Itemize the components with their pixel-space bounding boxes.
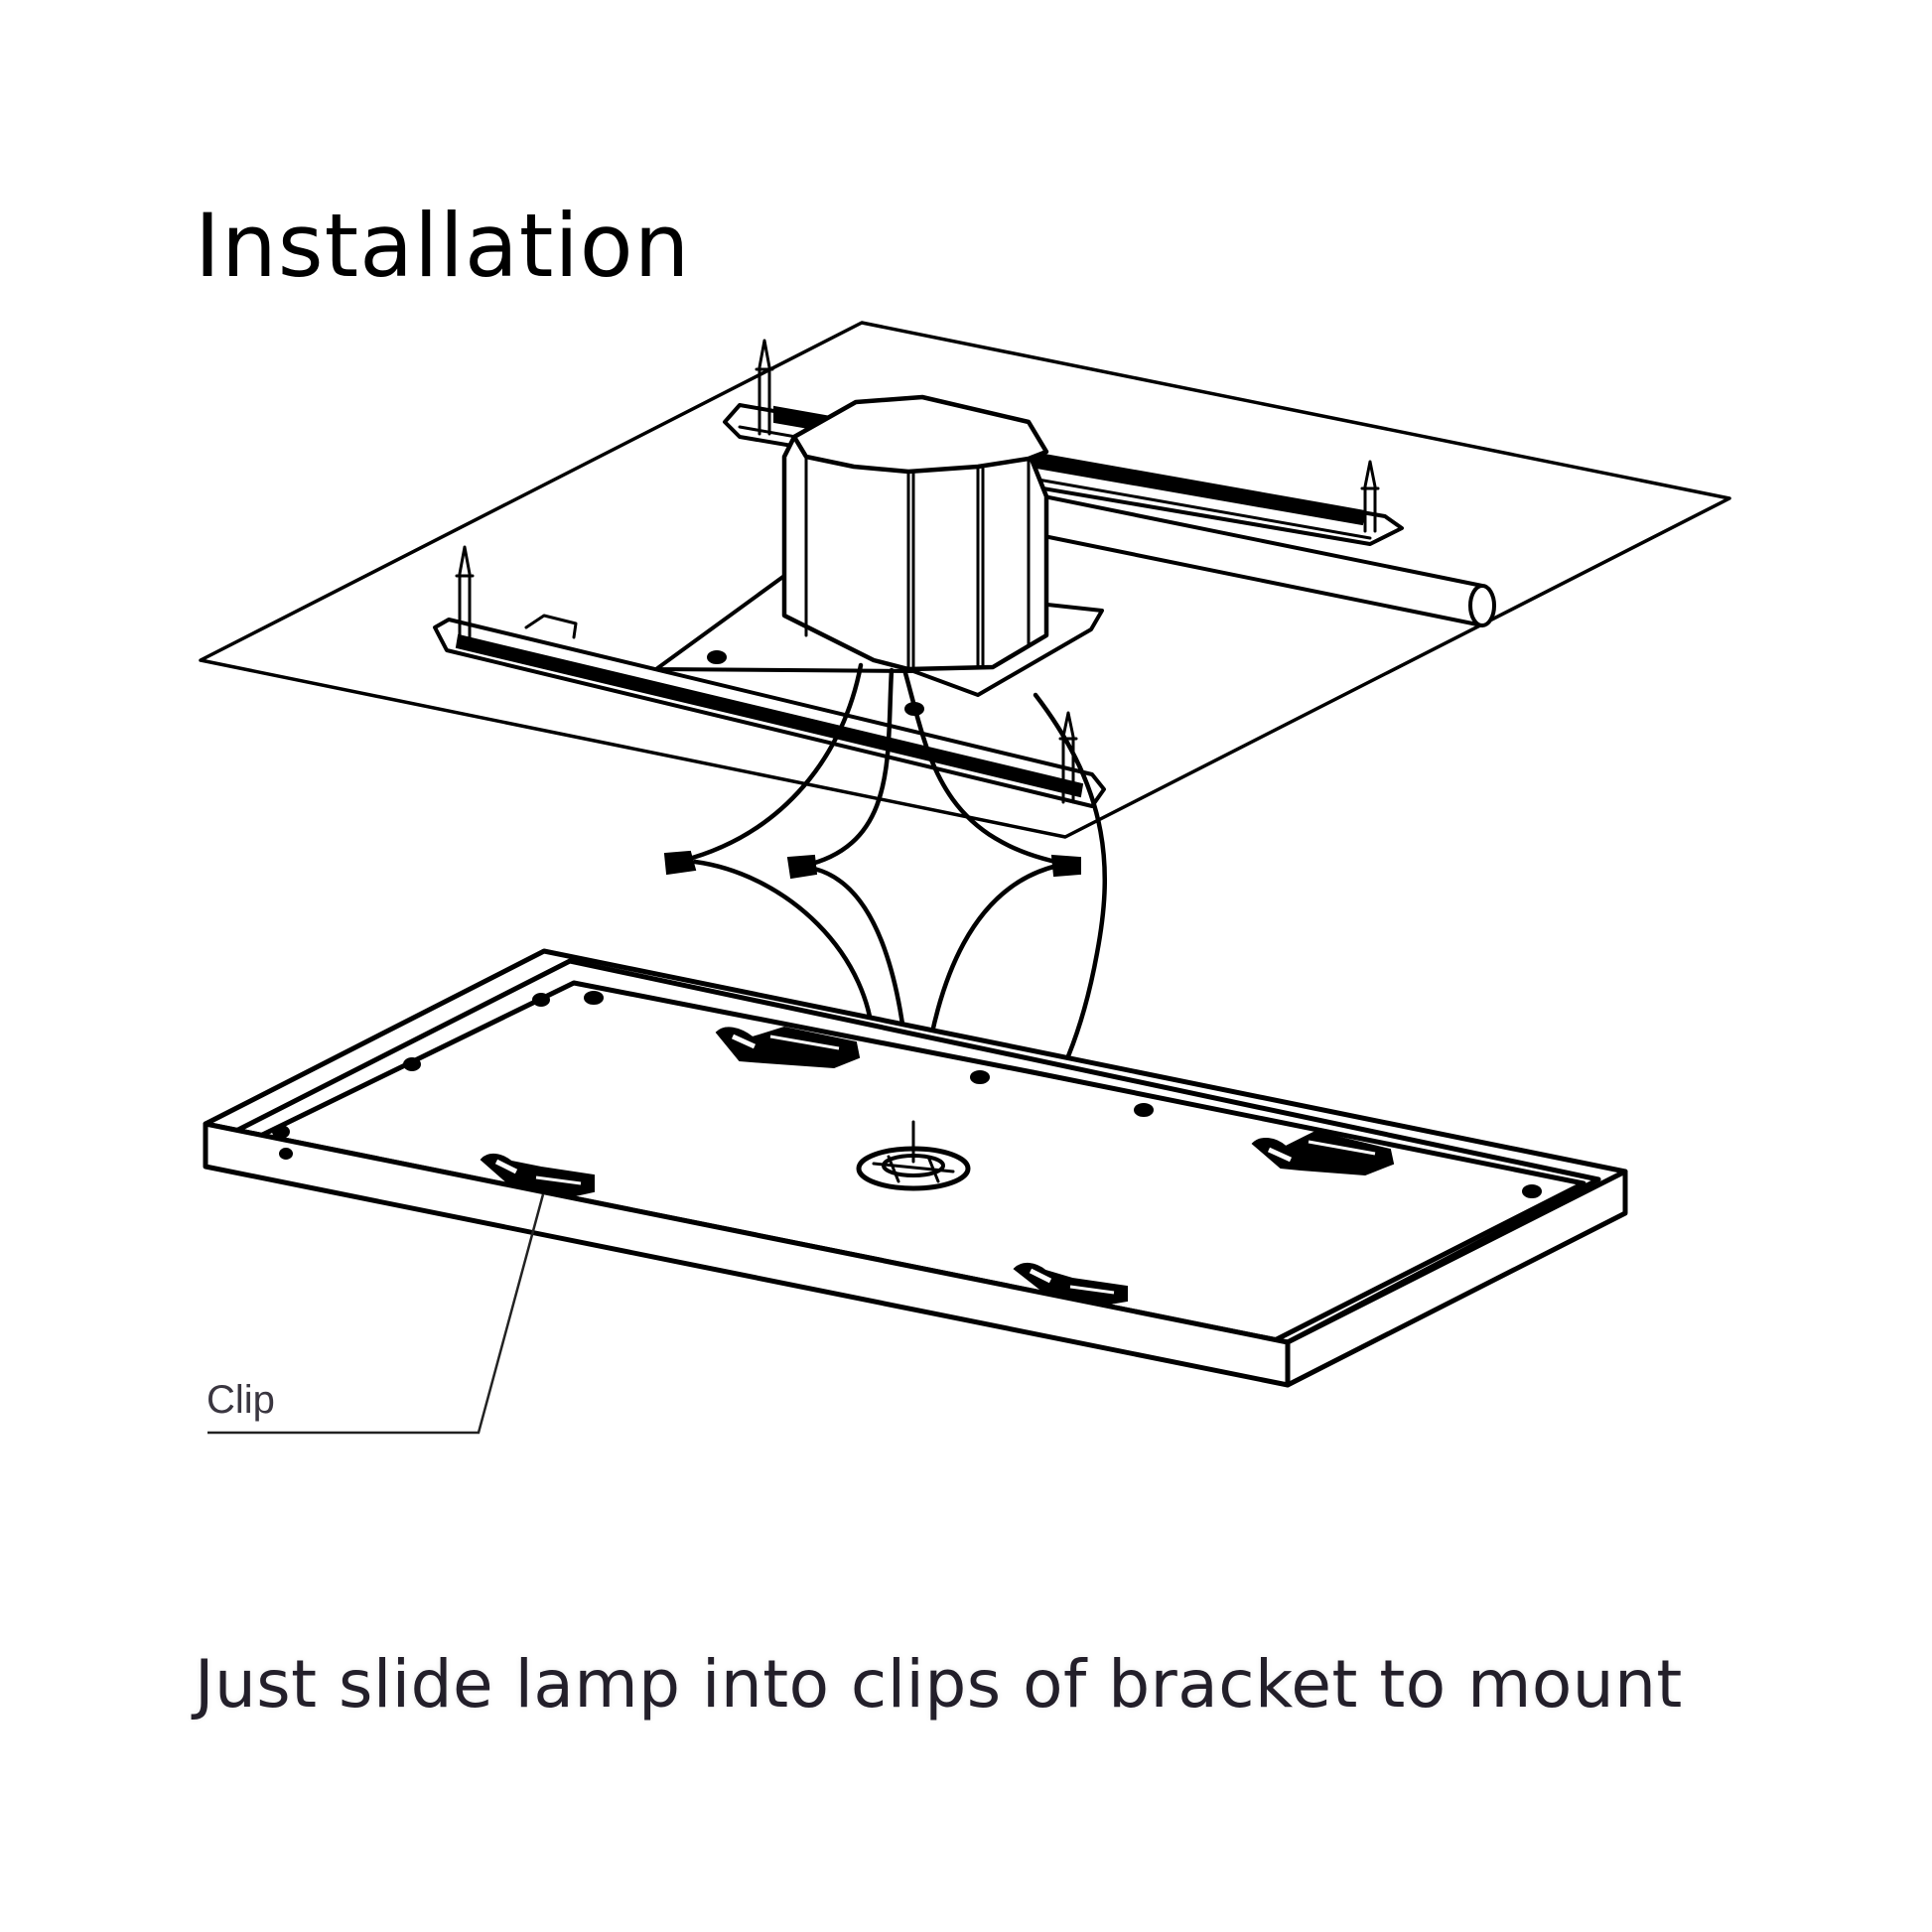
clip-callout-label: Clip <box>207 1378 275 1422</box>
panel-clip <box>1251 1130 1395 1176</box>
page-title: Installation <box>195 195 691 297</box>
instruction-caption: Just slide lamp into clips of bracket to… <box>195 1646 1683 1723</box>
panel-clip <box>1013 1263 1128 1307</box>
wire-connector-icon <box>663 850 697 876</box>
panel-clip <box>480 1154 595 1198</box>
nail-icon <box>1360 460 1380 533</box>
nail-icon <box>755 339 774 436</box>
cable-grommet <box>856 1120 971 1191</box>
wire-connector-icon <box>786 854 818 880</box>
junction-box <box>781 394 1049 672</box>
clip-callout-leader <box>207 1193 545 1435</box>
panel-clip <box>715 1026 861 1069</box>
front-mounting-rail <box>433 614 1106 808</box>
wire-connector-icon <box>1050 854 1081 878</box>
ceiling-plane <box>199 321 1731 839</box>
nail-icon <box>455 545 475 640</box>
